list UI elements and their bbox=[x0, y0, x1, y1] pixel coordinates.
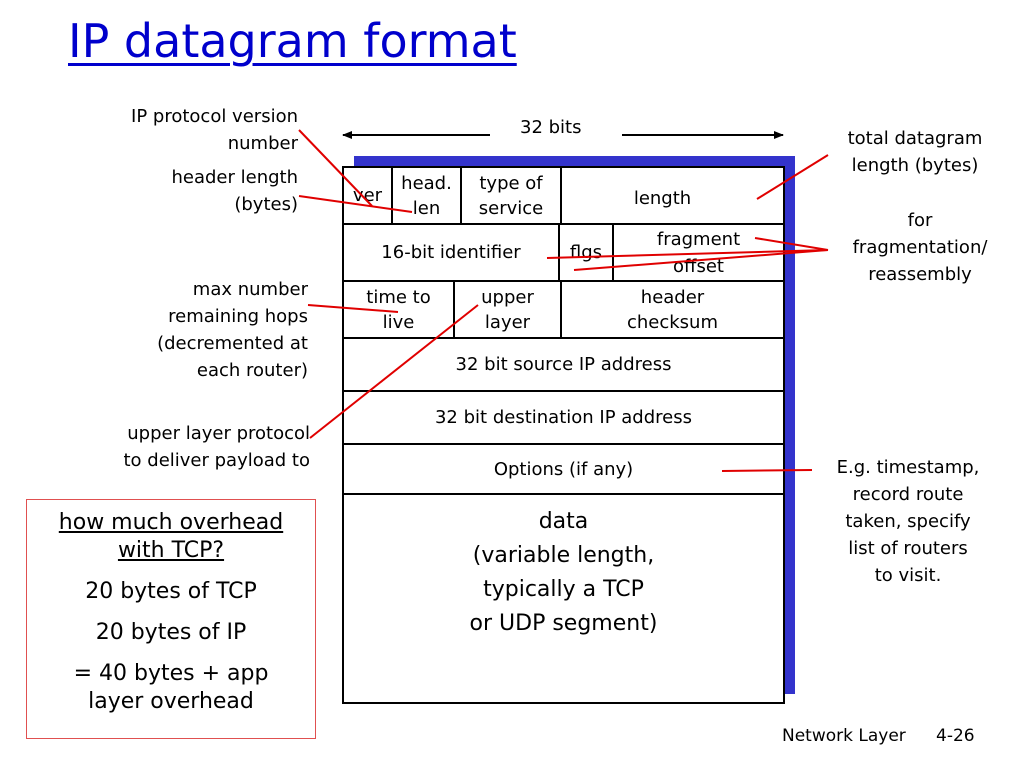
annotation-line: total datagram bbox=[847, 128, 983, 149]
row-divider bbox=[342, 390, 785, 392]
annotation-line: remaining hops bbox=[168, 306, 308, 327]
footer-page-number: 4-26 bbox=[936, 726, 975, 746]
field-options-label: Options (if any) bbox=[493, 458, 634, 480]
field-upper-line: layer bbox=[484, 311, 531, 333]
overhead-total: = 40 bytes + app layer overhead bbox=[27, 660, 315, 716]
row-divider bbox=[342, 280, 785, 282]
field-length-label: length bbox=[633, 188, 692, 209]
overhead-question: how much overhead with TCP? bbox=[27, 509, 315, 565]
row-divider bbox=[342, 493, 785, 495]
annotation-line: reassembly bbox=[868, 264, 972, 285]
annotation-line: number bbox=[227, 133, 298, 154]
field-destination-ip: 32 bit destination IP address bbox=[344, 392, 783, 443]
page-title: IP datagram format bbox=[68, 14, 517, 68]
pointer-lines bbox=[298, 129, 829, 472]
annotation-line: to deliver payload to bbox=[123, 450, 310, 471]
annotation-line: to visit. bbox=[874, 565, 942, 586]
field-source-ip-label: 32 bit source IP address bbox=[455, 354, 672, 375]
annotation-line: E.g. timestamp, bbox=[836, 457, 980, 478]
field-tos-line: service bbox=[478, 197, 544, 219]
overhead-total-line: layer overhead bbox=[88, 689, 254, 714]
field-head-len: head. len bbox=[393, 168, 460, 223]
pointer-line-upper-layer bbox=[309, 304, 479, 439]
field-ttl-line: time to bbox=[366, 286, 431, 308]
field-length: length bbox=[562, 168, 763, 228]
pointer-line-identifier bbox=[546, 249, 829, 259]
field-checksum-line: header bbox=[640, 286, 705, 308]
annotation-line: upper layer protocol bbox=[127, 423, 310, 444]
annotation-max-hops: max number remaining hops (decremented a… bbox=[60, 276, 308, 384]
annotation-line: record route bbox=[852, 484, 964, 505]
datagram-box bbox=[342, 166, 785, 704]
col-divider bbox=[612, 223, 614, 281]
annotation-options-example: E.g. timestamp, record route taken, spec… bbox=[808, 454, 1008, 589]
annotation-line: max number bbox=[192, 279, 308, 300]
footer-section: Network Layer bbox=[782, 726, 906, 746]
pointer-line-flags bbox=[573, 249, 829, 271]
field-head-len-line: head. bbox=[401, 172, 452, 194]
field-source-ip: 32 bit source IP address bbox=[344, 339, 783, 390]
pointer-line-ttl bbox=[307, 304, 399, 313]
field-fragment-offset: fragment offset bbox=[614, 225, 783, 280]
pointer-line-total-length bbox=[756, 154, 829, 200]
bits-label: 32 bits bbox=[520, 117, 582, 138]
row-divider bbox=[342, 337, 785, 339]
annotation-line: fragmentation/ bbox=[852, 237, 988, 258]
col-divider bbox=[453, 280, 455, 338]
annotation-fragmentation: for fragmentation/ reassembly bbox=[830, 207, 1010, 288]
field-ver: ver bbox=[344, 168, 391, 223]
field-header-checksum: header checksum bbox=[562, 282, 783, 337]
annotation-line: for bbox=[907, 210, 933, 231]
annotation-line: (decremented at bbox=[157, 333, 308, 354]
field-identifier: 16-bit identifier bbox=[344, 225, 558, 280]
field-fragment-line: fragment bbox=[656, 228, 741, 250]
row-divider bbox=[342, 223, 785, 225]
annotation-line: list of routers bbox=[848, 538, 968, 559]
field-tos-line: type of bbox=[479, 172, 543, 194]
overhead-total-line: = 40 bytes + app bbox=[73, 661, 269, 686]
field-data: data (variable length, typically a TCP o… bbox=[344, 505, 783, 641]
row-divider bbox=[342, 443, 785, 445]
pointer-line-version bbox=[298, 129, 373, 207]
field-ver-label: ver bbox=[352, 185, 383, 206]
field-ttl-line: live bbox=[382, 311, 415, 333]
annotation-line: (bytes) bbox=[234, 194, 298, 215]
field-head-len-line: len bbox=[412, 197, 441, 219]
col-divider bbox=[558, 223, 560, 281]
overhead-box: how much overhead with TCP? 20 bytes of … bbox=[26, 499, 316, 739]
overhead-question-line: how much overhead bbox=[58, 510, 284, 535]
field-checksum-line: checksum bbox=[626, 311, 719, 333]
col-divider bbox=[460, 166, 462, 224]
field-type-of-service: type of service bbox=[462, 168, 560, 223]
field-identifier-label: 16-bit identifier bbox=[381, 242, 521, 263]
field-upper-layer: upper layer bbox=[455, 282, 560, 337]
col-divider bbox=[560, 166, 562, 224]
col-divider bbox=[560, 280, 562, 338]
field-data-line: or UDP segment) bbox=[469, 611, 658, 636]
field-options: Options (if any) bbox=[344, 445, 783, 493]
overhead-tcp: 20 bytes of TCP bbox=[85, 579, 257, 604]
field-data-line: data bbox=[538, 509, 589, 534]
field-time-to-live: time to live bbox=[344, 282, 453, 337]
field-data-line: typically a TCP bbox=[483, 577, 644, 602]
annotation-line: each router) bbox=[196, 360, 308, 381]
overhead-question-line: with TCP? bbox=[117, 538, 225, 563]
pointer-line-header-length bbox=[298, 195, 413, 213]
annotation-ip-version: IP protocol version number bbox=[60, 103, 298, 157]
annotation-total-length: total datagram length (bytes) bbox=[820, 125, 1010, 179]
annotation-line: length (bytes) bbox=[851, 155, 979, 176]
pointer-line-fragment bbox=[754, 237, 829, 251]
overhead-ip: 20 bytes of IP bbox=[95, 620, 247, 645]
field-data-line: (variable length, bbox=[472, 543, 655, 568]
annotation-line: header length bbox=[171, 167, 298, 188]
annotation-upper-protocol: upper layer protocol to deliver payload … bbox=[40, 420, 310, 474]
annotation-line: taken, specify bbox=[845, 511, 971, 532]
annotation-line: IP protocol version bbox=[131, 106, 298, 127]
pointer-line-options bbox=[721, 469, 813, 472]
field-destination-ip-label: 32 bit destination IP address bbox=[434, 407, 692, 428]
col-divider bbox=[391, 166, 393, 224]
field-upper-line: upper bbox=[481, 286, 534, 308]
annotation-header-length: header length (bytes) bbox=[60, 164, 298, 218]
